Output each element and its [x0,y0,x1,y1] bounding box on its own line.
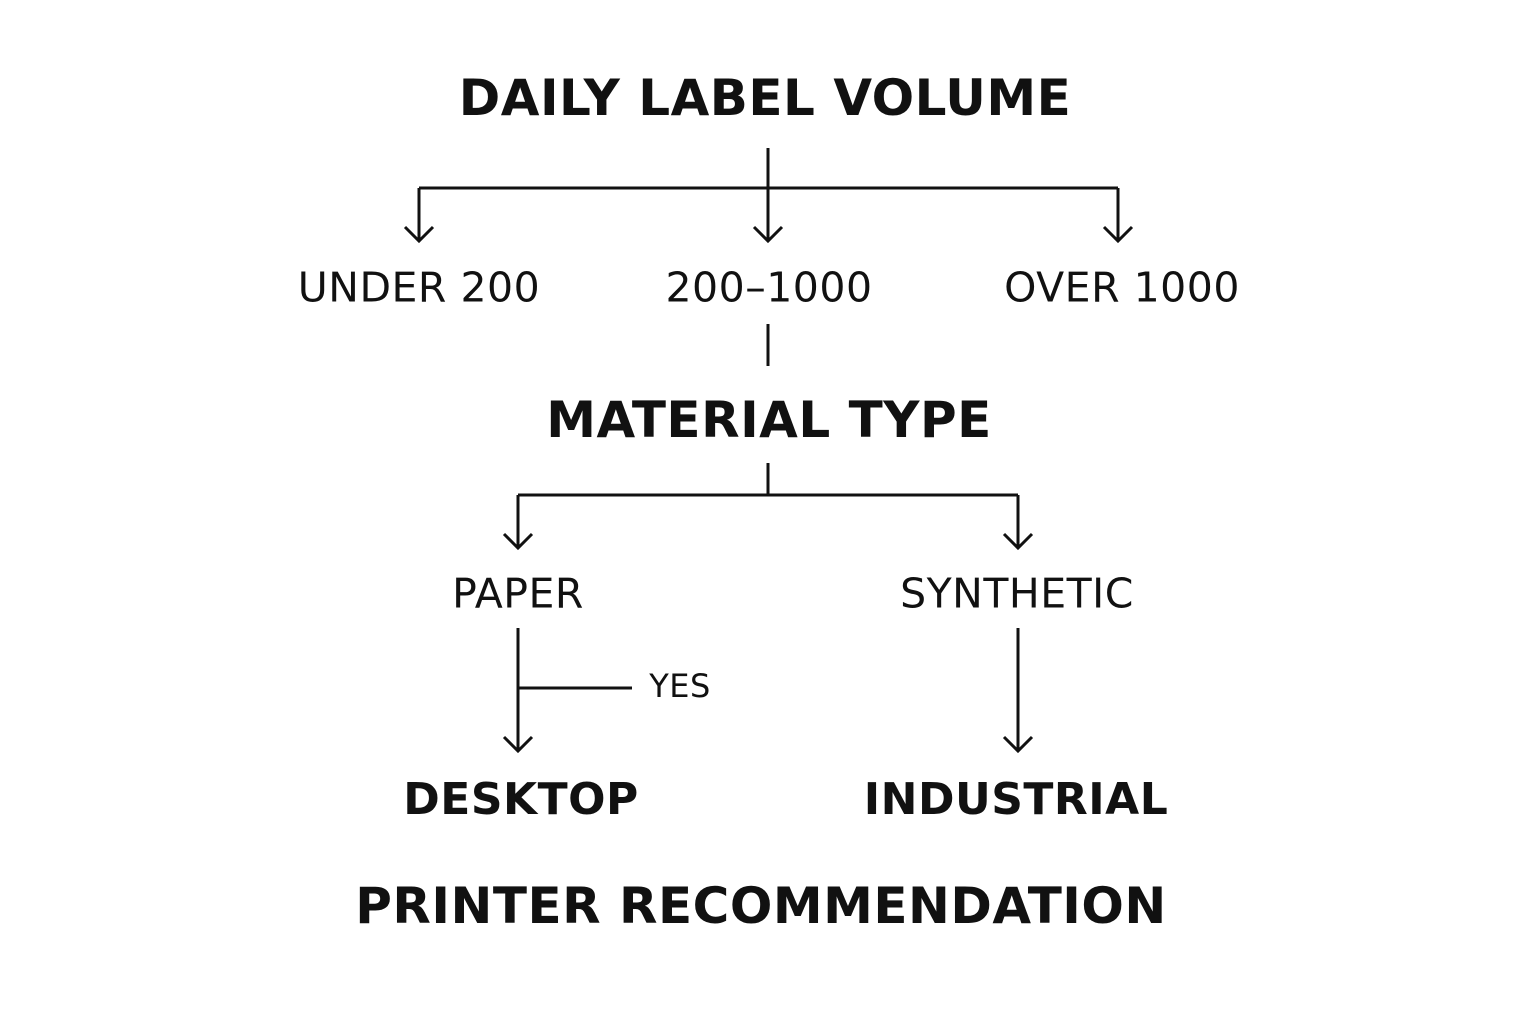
volume-option-200-1000: 200–1000 [665,263,873,312]
yes-branch-label: YES [649,667,711,705]
synthetic-arrowhead [1002,532,1034,551]
desktop-arrowhead [502,735,534,754]
material-node-label: MATERIAL TYPE [546,391,992,449]
industrial-arrowhead [1002,735,1034,754]
volume-option-under-200: UNDER 200 [297,263,541,312]
under-200-arrowhead [403,225,435,244]
result-desktop: DESKTOP [403,774,639,825]
paper-arrowhead [502,532,534,551]
material-option-synthetic: SYNTHETIC [900,569,1134,618]
root-node-label: DAILY LABEL VOLUME [458,69,1072,127]
mid-volume-arrowhead [752,225,784,244]
over-1000-arrowhead [1102,225,1134,244]
material-option-paper: PAPER [452,569,584,618]
footer-label: PRINTER RECOMMENDATION [355,877,1167,935]
volume-option-over-1000: OVER 1000 [1004,263,1240,312]
result-industrial: INDUSTRIAL [863,774,1169,825]
